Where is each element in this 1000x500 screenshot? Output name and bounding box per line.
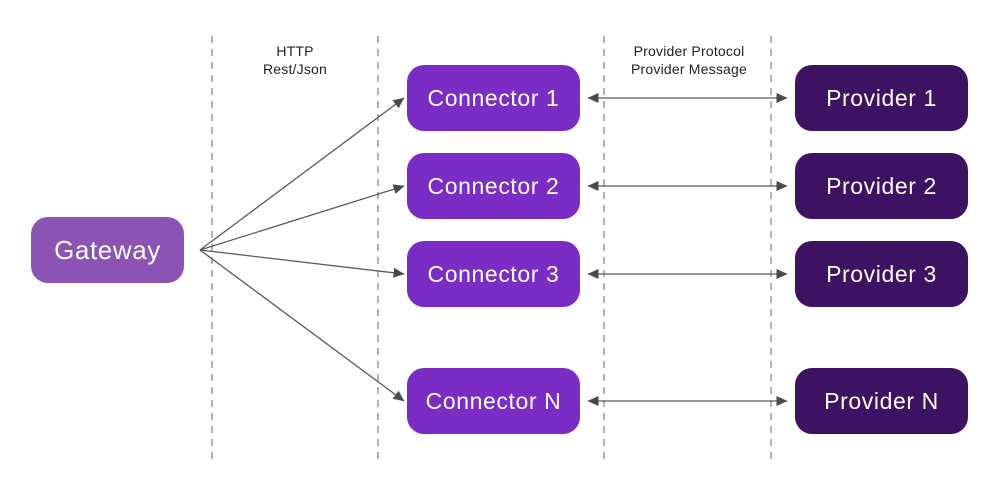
node-connector-3-label: Connector 3	[427, 260, 560, 287]
node-provider-3-label: Provider 3	[826, 260, 937, 287]
node-connector-2: Connector 2	[407, 153, 580, 219]
node-connector-1: Connector 1	[407, 65, 580, 131]
lane-label-http-line1: HTTP	[276, 43, 314, 59]
lane-label-provider-line1: Provider Protocol	[633, 43, 745, 59]
arrow-gateway-connector-1	[199, 97, 405, 251]
node-provider-n-label: Provider N	[824, 387, 939, 414]
node-provider-2: Provider 2	[795, 153, 968, 219]
node-gateway-label: Gateway	[54, 234, 161, 265]
arrow-gateway-connector-n	[199, 249, 405, 402]
node-provider-1-label: Provider 1	[826, 84, 937, 111]
lane-label-provider-protocol: Provider Protocol Provider Message	[605, 42, 773, 78]
node-connector-3: Connector 3	[407, 241, 580, 307]
arrow-gateway-connector-3	[199, 249, 405, 278]
lane-label-http: HTTP Rest/Json	[215, 42, 375, 78]
node-provider-3: Provider 3	[795, 241, 968, 307]
node-provider-n: Provider N	[795, 368, 968, 434]
node-provider-2-label: Provider 2	[826, 172, 937, 199]
node-connector-n: Connector N	[407, 368, 580, 434]
node-gateway: Gateway	[31, 217, 184, 283]
arrow-gateway-connector-2	[199, 184, 405, 251]
node-connector-1-label: Connector 1	[427, 84, 560, 111]
lane-label-provider-line2: Provider Message	[630, 61, 748, 77]
node-provider-1: Provider 1	[795, 65, 968, 131]
node-connector-2-label: Connector 2	[427, 172, 560, 199]
lane-label-http-line2: Rest/Json	[262, 61, 328, 77]
node-connector-n-label: Connector N	[425, 387, 562, 414]
